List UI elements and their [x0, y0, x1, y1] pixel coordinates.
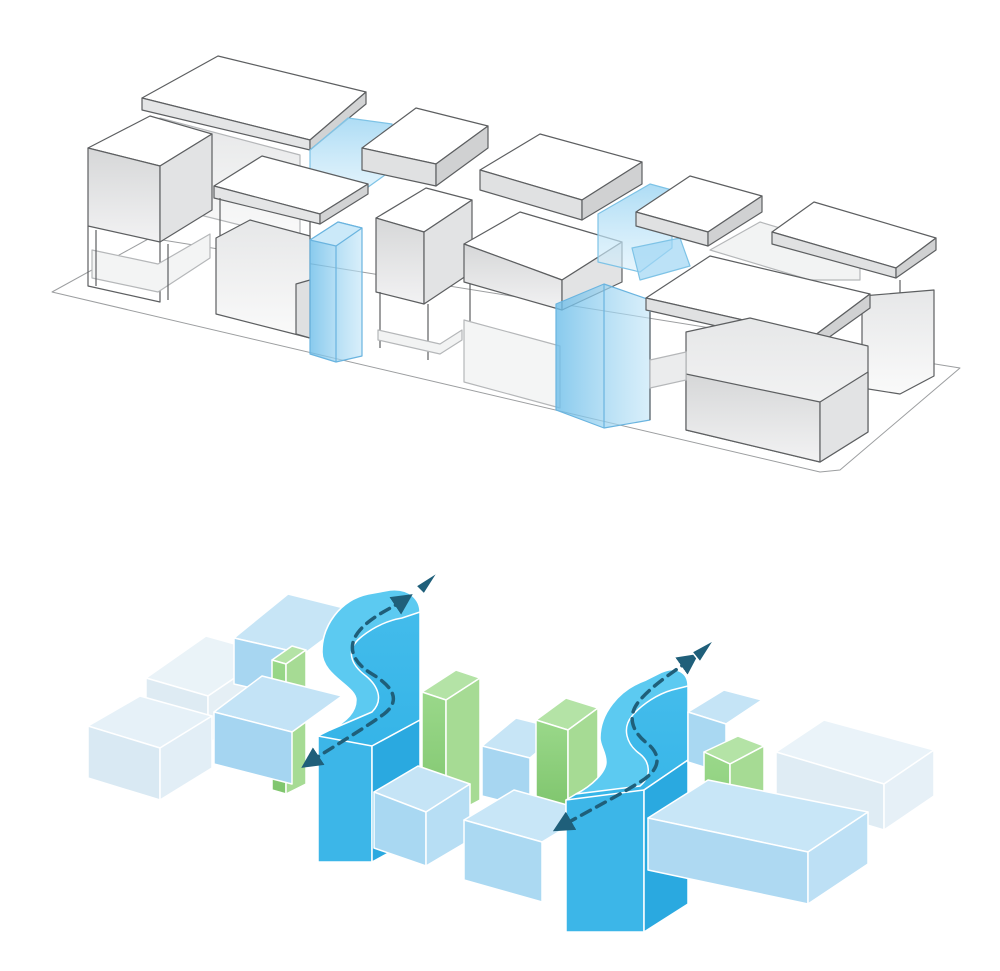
arrow-head-left-top: [415, 571, 439, 595]
top-massing-model: [51, 55, 961, 473]
box-right-back: [635, 175, 861, 281]
box-right-front: [645, 255, 871, 463]
circulation-path-left: [301, 594, 413, 768]
box-mid-left-roof: [213, 155, 369, 339]
glass-core-front-left: [309, 221, 363, 363]
box-left-tall: [87, 115, 213, 303]
box-center-right: [479, 133, 643, 221]
circulation-path-right: [552, 653, 699, 832]
arrow-head-right-top: [691, 639, 715, 663]
box-far-right: [771, 201, 937, 395]
box-center-back: [361, 107, 489, 187]
box-center-tall: [375, 187, 473, 360]
bottom-program-model: [87, 571, 935, 933]
volume-faint-left: [87, 695, 213, 801]
volume-lightblue-right-front: [647, 779, 869, 905]
volume-lightblue-front-center: [373, 765, 471, 867]
